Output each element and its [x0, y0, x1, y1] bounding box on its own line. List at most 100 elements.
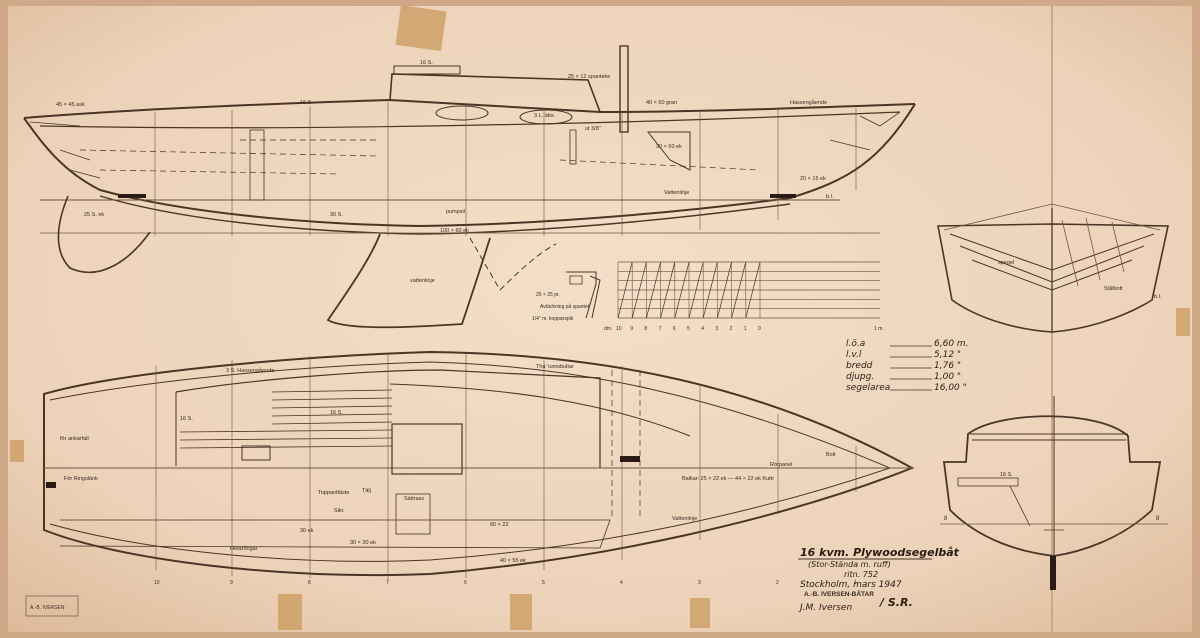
profile-annotations: 45 × 45 ask 16 S. 25 × 12 spanteke 40 × …: [56, 60, 834, 284]
label-keelson: 100 × 60 ek: [440, 228, 469, 234]
title-block: 16 kvm. Plywoodsegelbåt (Stor-Stända m. …: [798, 546, 960, 613]
label-waterline: Vattenlinje: [664, 190, 689, 196]
dimension-value: 1,76 ": [934, 361, 961, 371]
plan-label-12: Hetaröngar: [230, 546, 258, 552]
section-label-plank: 16 S.: [1000, 472, 1013, 478]
plan-label-5: 16 S.: [330, 410, 343, 416]
deck-plan-view: [43, 350, 915, 580]
dimension-label: bredd: [846, 361, 873, 371]
section-label-bl: b.l.: [1154, 294, 1162, 300]
tape-left: [10, 440, 24, 462]
scale-diagonal: [745, 261, 761, 319]
scale-diagonal: [646, 261, 661, 319]
plan-label-17: 30 ek: [300, 528, 314, 534]
scale-diagonal: [717, 261, 732, 319]
plan-label-2: 16 S.: [180, 416, 193, 422]
side-profile-view: [23, 45, 916, 329]
scale-diagonal: [660, 261, 676, 319]
label-stem: 45 × 45 ask: [56, 102, 85, 108]
scale-tick-label: 6: [673, 326, 676, 332]
detail-label-1: 25 × 25 pr.: [536, 292, 560, 298]
signature: J.M. Iversen: [798, 603, 852, 613]
deck-plan-annotations: 3 S. Hassengående 16 S. för ankarfall Fö…: [60, 364, 836, 564]
station-number: 9: [230, 580, 233, 586]
plan-label-1: 3 S. Hassengående: [226, 367, 274, 374]
section-label-botten: Stålbott: [1104, 285, 1123, 292]
station-number: 10: [154, 580, 160, 586]
detail-label-2: Avtäckning på spantet: [540, 303, 590, 310]
scale-left-unit: dm.: [604, 326, 612, 332]
label-cabin-top: 16 S.: [420, 60, 433, 66]
dimension-value: 6,60 m.: [934, 339, 969, 349]
scale-diagonal: [731, 261, 747, 319]
station-number: 3: [698, 580, 701, 586]
scale-tick-label: 9: [630, 326, 633, 332]
section-label-8a: 8: [944, 516, 948, 522]
scale-diagonal: [674, 261, 690, 319]
station-number: 4: [620, 580, 623, 586]
dimension-value: 16,00 ": [934, 383, 967, 393]
plan-label-13: 30 × 30 ek: [350, 540, 376, 546]
tape-top: [395, 5, 447, 52]
scale-tick-label: 7: [659, 326, 662, 332]
plan-label-7: Tälj: [362, 488, 371, 494]
detail-label-3: 1/4" m. kopparspik: [532, 316, 574, 322]
scale-diagonal: [617, 261, 633, 319]
scale-tick-label: 2: [730, 326, 733, 332]
plan-label-6: Toppantfäste: [318, 490, 350, 496]
scale-tick-label: 10: [616, 326, 622, 332]
label-hatch: 25 × 12 spanteke: [568, 74, 610, 80]
scale-diagonal: [688, 261, 704, 319]
scale-tick-label: 0: [758, 326, 761, 332]
stamp-text: A.-B. IVERSEN: [30, 605, 65, 611]
tape-bottom-3: [690, 598, 710, 628]
title-line-3: ritn. 752: [844, 570, 878, 579]
station-number: 5: [542, 580, 545, 586]
label-spacing: 30 S.: [330, 212, 343, 218]
midship-section-view: 16 S. 8 8: [940, 396, 1168, 590]
paper-sheet: [8, 6, 1192, 632]
plan-label-16: Sättrass: [404, 496, 424, 502]
scale-tick-label: 1: [744, 326, 747, 332]
place-date: Stockholm, mars 1947: [800, 580, 902, 590]
section-label-8b: 8: [1156, 516, 1160, 522]
dimension-label: l.v.l: [846, 350, 862, 360]
label-bl: b.l.: [826, 194, 834, 200]
dimension-label: segelarea: [846, 383, 890, 393]
scale-unit: 1 m.: [874, 326, 884, 332]
scale-tick-label: 3: [715, 326, 718, 332]
label-deck: 3 L. äbs.: [534, 113, 556, 119]
scale-diagonal: [631, 261, 647, 319]
plan-label-14: 65 × 22: [490, 522, 509, 528]
label-plank: 16 S.: [300, 100, 313, 106]
plan-label-9: Balkar: 25 × 22 ek — 44 × 22 ek Kuttr: [682, 476, 774, 482]
title-line-1: 16 kvm. Plywoodsegelbåt: [800, 546, 960, 559]
station-number: 8: [308, 580, 311, 586]
plan-label-8: Sikr.: [334, 508, 345, 514]
plan-label-4: För Ringslänk: [64, 476, 98, 482]
scale-diagonal: [702, 261, 718, 319]
plan-label-18: Rörpanel: [770, 462, 792, 468]
station-number: 2: [776, 580, 779, 586]
signature-initials: / S.R.: [878, 596, 913, 609]
label-pump: pumpsil: [446, 209, 465, 215]
title-line-2: (Stor-Stända m. ruff): [808, 560, 891, 569]
plan-label-11: Bolt: [826, 452, 836, 458]
station-number: 6: [464, 580, 467, 586]
station-number: 7: [386, 580, 389, 586]
plan-label-10: Vattenlinje: [672, 516, 697, 522]
label-mast-step: 40 × 60 gran: [646, 100, 677, 106]
tape-right: [1176, 308, 1190, 336]
dimension-value: 5,12 ": [934, 350, 961, 360]
dimension-label: l.ö.a: [846, 339, 865, 349]
plan-label-3: för ankarfall: [60, 436, 89, 442]
label-stern: Hassengående: [790, 99, 827, 106]
dimension-value: 1,00 ": [934, 372, 961, 382]
label-keel-bolt: ut 3/8": [585, 126, 601, 132]
plan-label-19: 40 × 55 ek: [500, 558, 526, 564]
scale-tick-label: 4: [701, 326, 704, 332]
label-ballast: vattenlinje: [410, 278, 435, 284]
